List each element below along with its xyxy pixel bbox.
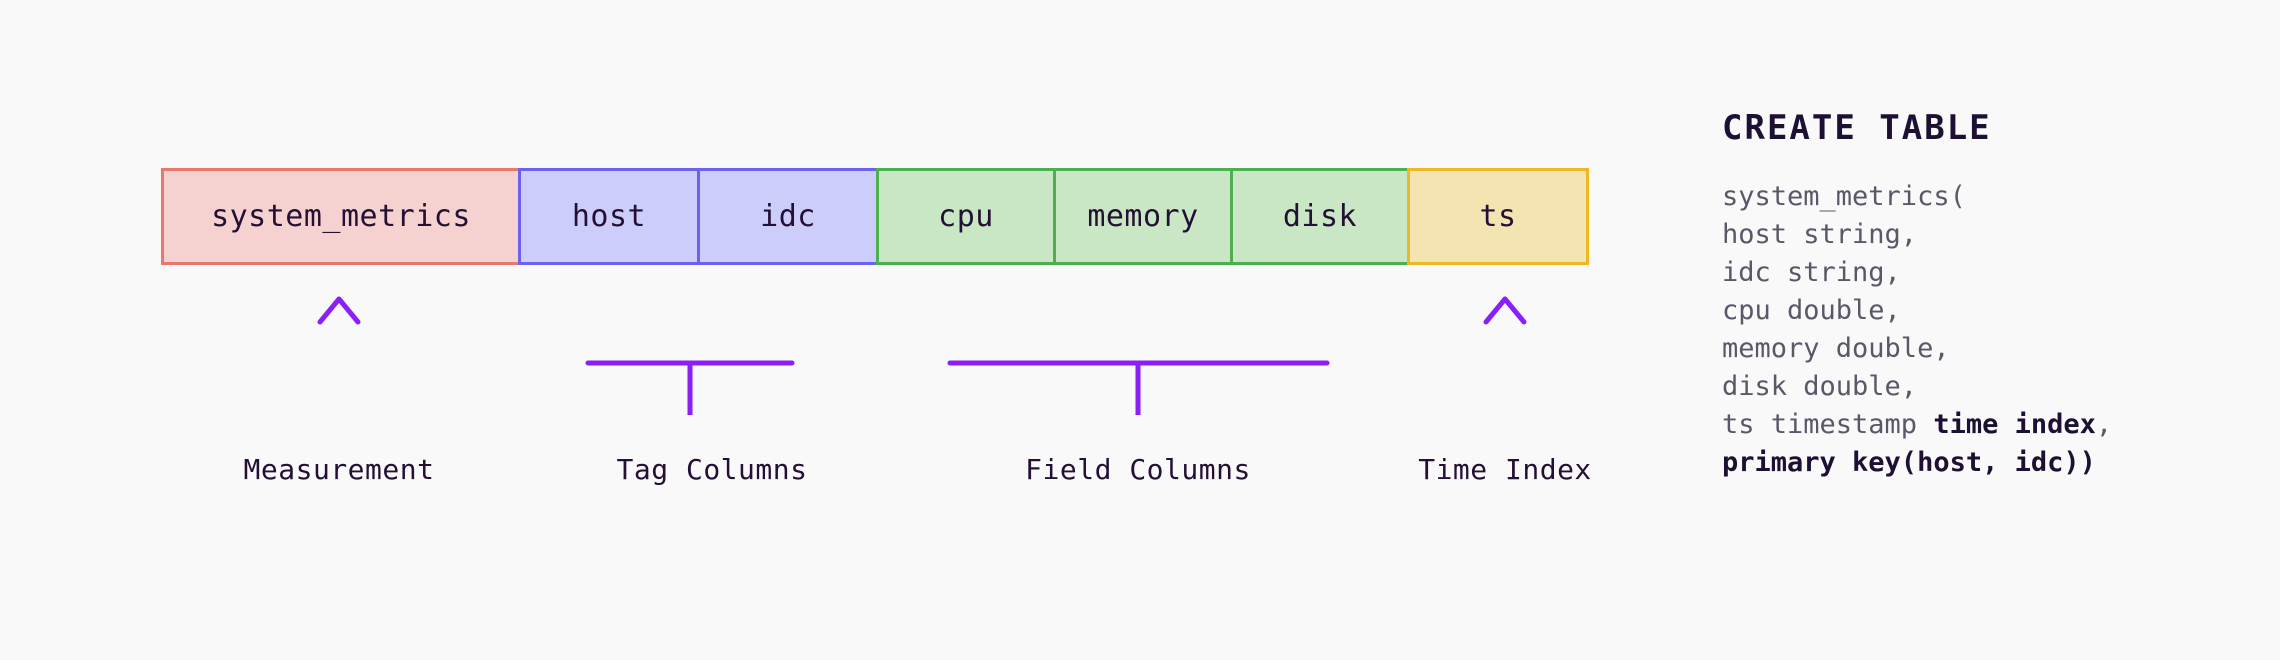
sql-text: disk double, [1722, 371, 1918, 402]
create-table-title: CREATE TABLE [1722, 108, 1992, 148]
schema-cell-label: ts [1479, 199, 1517, 234]
create-table-line: disk double, [1722, 368, 2242, 406]
tag-columns-bracket-icon [585, 300, 795, 415]
sql-text: system_metrics( [1722, 181, 1966, 212]
create-table-line: cpu double, [1722, 292, 2242, 330]
schema-cell-label: memory [1087, 199, 1199, 234]
time-index-arrow-icon [1483, 296, 1527, 415]
field-columns-bracket-icon [947, 300, 1330, 415]
create-table-line: host string, [1722, 216, 2242, 254]
sql-text: , [2095, 409, 2113, 440]
create-table-statement: system_metrics(host string, idc string, cp… [1722, 178, 2242, 482]
sql-text: ts timestamp [1722, 409, 1934, 440]
schema-cell-label: system_metrics [211, 199, 471, 234]
create-table-panel: CREATE TABLE system_metrics(host string,… [1722, 108, 2242, 482]
schema-cell-label: host [571, 199, 647, 234]
measurement-arrow-icon [317, 296, 361, 415]
sql-text: memory double, [1722, 333, 1950, 364]
schema-cell-cpu[interactable]: cpu [876, 168, 1056, 265]
sql-text: host string, [1722, 219, 1918, 250]
create-table-line: system_metrics( [1722, 178, 2242, 216]
sql-keyword: primary key(host, idc)) [1722, 447, 2096, 478]
schema-cell-label: idc [760, 199, 816, 234]
create-table-line: ts timestamp time index, [1722, 406, 2242, 444]
sql-text: cpu double, [1722, 295, 1901, 326]
schema-strip: system_metrics host idc cpu memory disk … [161, 168, 1589, 265]
schema-cell-disk[interactable]: disk [1230, 168, 1410, 265]
sql-text: idc string, [1722, 257, 1901, 288]
annotation-label-tag-columns: Tag Columns [616, 453, 808, 486]
sql-keyword: time index [1933, 409, 2096, 440]
schema-cell-measurement[interactable]: system_metrics [161, 168, 521, 265]
create-table-line: memory double, [1722, 330, 2242, 368]
annotation-label-time-index: Time Index [1418, 453, 1592, 486]
schema-cell-idc[interactable]: idc [697, 168, 879, 265]
schema-cell-memory[interactable]: memory [1053, 168, 1233, 265]
create-table-line: primary key(host, idc)) [1722, 444, 2242, 482]
schema-cell-label: disk [1282, 199, 1358, 234]
schema-cell-ts[interactable]: ts [1407, 168, 1589, 265]
annotation-label-field-columns: Field Columns [1025, 453, 1251, 486]
annotation-label-measurement: Measurement [243, 453, 435, 486]
schema-cell-label: cpu [938, 199, 994, 234]
schema-cell-host[interactable]: host [518, 168, 700, 265]
create-table-line: idc string, [1722, 254, 2242, 292]
